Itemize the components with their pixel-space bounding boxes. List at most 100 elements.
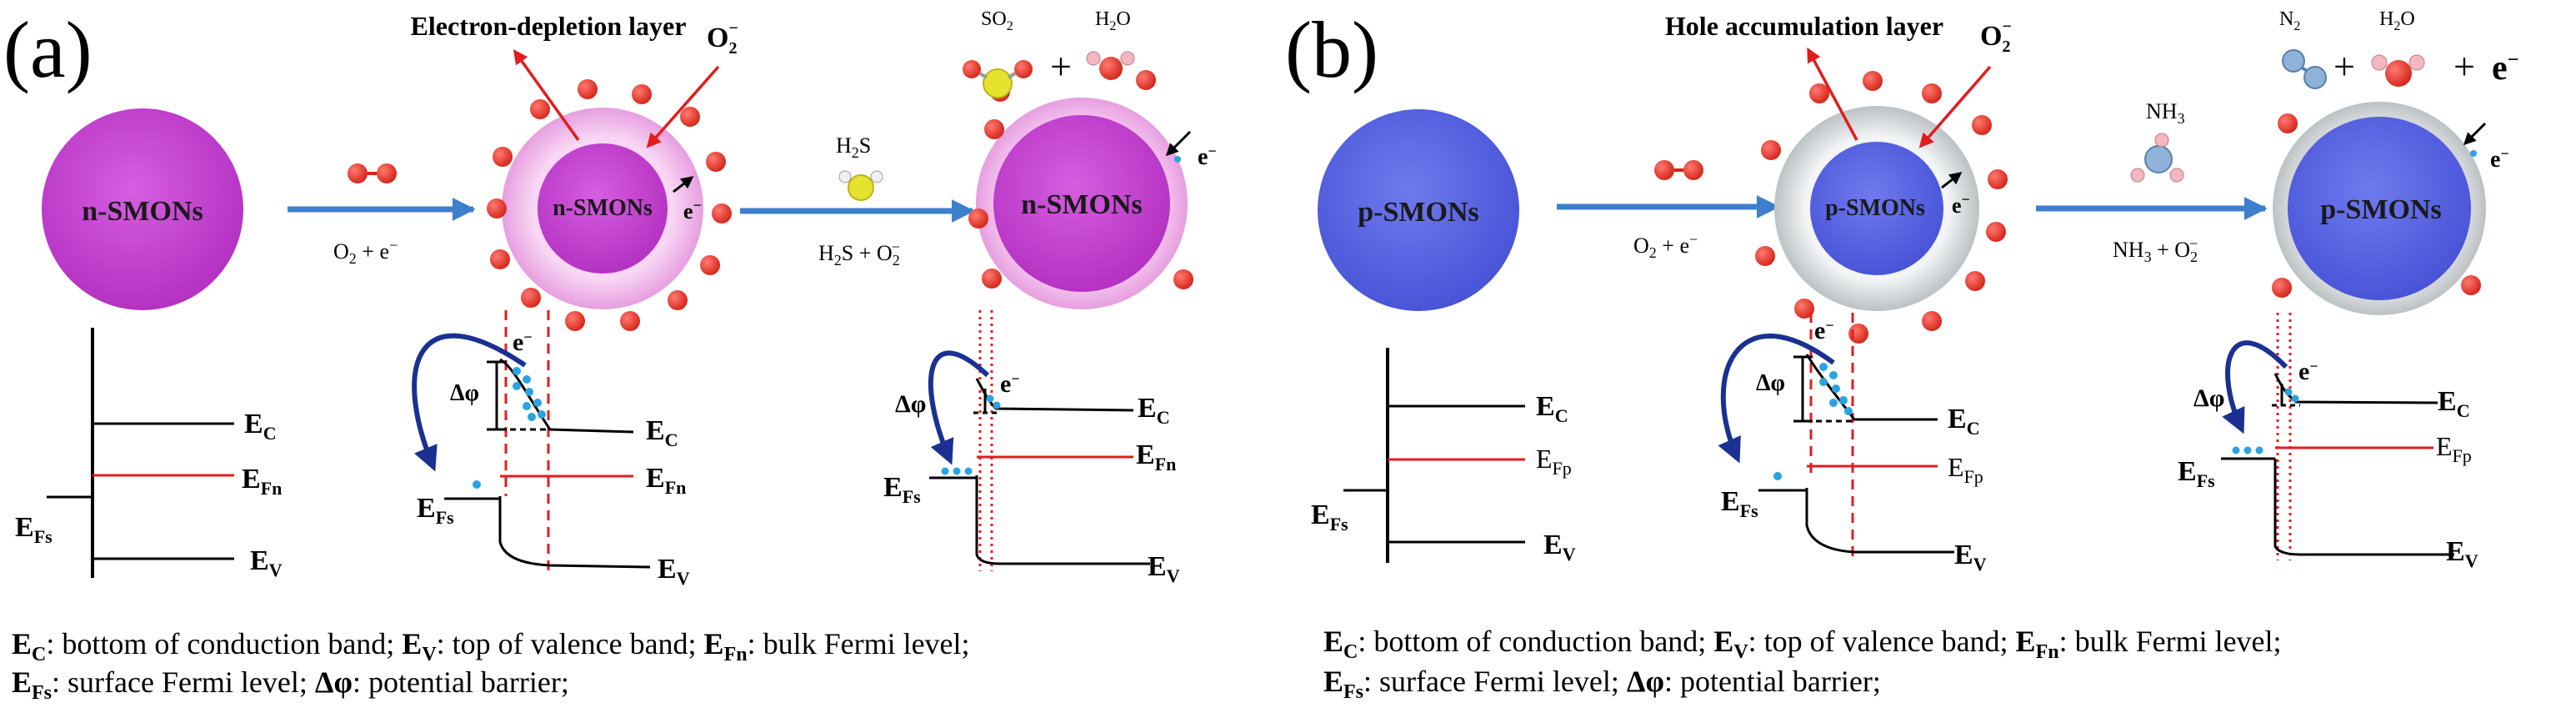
efn-label: EFn xyxy=(242,464,282,499)
legend-a-line2: EFs: surface Fermi level; Δφ: potential … xyxy=(12,665,569,704)
n-particle-initial xyxy=(42,108,243,310)
legend-a-line1-segment-3: E xyxy=(402,627,422,660)
electron-return-arrow-b xyxy=(2463,122,2487,146)
panel-b: (b) p-SMONs O2 + e− p-SMONs e− xyxy=(1285,5,2518,703)
legend-a-line2-segment-1: Fs xyxy=(32,682,52,704)
legend-b-line2: EFs: surface Fermi level; Δφ: potential … xyxy=(1323,665,1881,703)
o2-minus-pointer-b xyxy=(1918,65,1992,148)
product-n2-label: N2 xyxy=(2279,8,2300,33)
electron-return-arrow xyxy=(1165,130,1192,157)
efp-label-b: EFp xyxy=(1536,444,1572,479)
hole-layer-pointer xyxy=(1807,47,1858,141)
product-h2o-label-b: H2O xyxy=(2379,8,2415,33)
ec-label-bd-b: EC xyxy=(1948,404,1980,439)
legend-a-line2-segment-4: : potential barrier; xyxy=(353,665,569,699)
o2-minus-pointer xyxy=(646,65,720,148)
depletion-layer-pointer xyxy=(513,49,580,142)
product-h2o-label: H2O xyxy=(1095,8,1131,33)
legend-a-line1-segment-0: E xyxy=(12,627,32,660)
band-diagram-reduced-b: Δφ e− EC EFp EV EFs xyxy=(2178,313,2478,571)
core-electron-label-b: e− xyxy=(1952,191,1970,218)
electron-transfer-curve-b xyxy=(1718,334,1835,464)
efn-label-reduced: EFn xyxy=(1136,439,1176,474)
electron-label-reduced: e− xyxy=(1000,370,1020,398)
electron-return-curve-b xyxy=(2222,340,2288,434)
reaction-label-b: NH3 + O2− xyxy=(2113,235,2198,265)
legend-a-line1-segment-5: : top of valence band; xyxy=(437,627,704,660)
oxygen-molecule-b xyxy=(1654,160,1703,180)
electron-label-bd: e− xyxy=(513,329,533,356)
plus-sign-b2: + xyxy=(2453,45,2475,88)
n2-molecule xyxy=(2282,49,2327,89)
oxygen-molecule xyxy=(348,163,397,183)
legend-a-line1-segment-1: C xyxy=(32,644,46,665)
gas-label-b: NH3 xyxy=(2146,99,2185,127)
returned-electron-label: e− xyxy=(1198,143,1217,170)
band-diagram-reduced: Δφ e− EC EFn EV EFs xyxy=(883,310,1180,586)
depletion-layer-label: Electron-depletion layer xyxy=(411,11,687,41)
n-particle-final xyxy=(993,115,1170,292)
electron-return-curve xyxy=(928,350,990,465)
legend-b-line2-segment-1: Fs xyxy=(1343,681,1363,703)
legend-b-line1-segment-8: : bulk Fermi level; xyxy=(2059,625,2282,658)
n-particle-final-label: n-SMONs xyxy=(1021,189,1142,220)
remaining-oxygen-ions-b xyxy=(2272,113,2481,298)
legend-a-line1-segment-2: : bottom of conduction band; xyxy=(46,627,402,660)
ec-label-reduced: EC xyxy=(1138,393,1170,428)
efs-label-bd: EFs xyxy=(417,493,454,528)
plus-sign-b1: + xyxy=(2333,45,2355,88)
h2o-molecule-b xyxy=(2371,54,2425,87)
legend-a-line2-segment-2: : surface Fermi level; xyxy=(52,665,315,699)
product-electron-label: e− xyxy=(2492,49,2518,88)
ev-label-b: EV xyxy=(1543,530,1576,565)
legend-b-line1-segment-3: E xyxy=(1713,625,1733,658)
barrier-label-reduced-b: Δφ xyxy=(2193,384,2225,412)
legend-a-line1-segment-4: V xyxy=(422,644,437,665)
plus-sign-a: + xyxy=(1050,45,1072,88)
legend-b-line1-segment-0: E xyxy=(1323,625,1343,658)
band-diagram-flat: EC EFn EV EFs xyxy=(15,328,283,580)
legend-a-line1-segment-6: E xyxy=(704,627,724,660)
trapped-electrons xyxy=(473,367,546,489)
n-particle-core xyxy=(538,143,668,274)
legend-b-line1-segment-1: C xyxy=(1343,641,1358,663)
released-electrons-b xyxy=(2232,388,2299,454)
ev-label-reduced-b: EV xyxy=(2446,536,2478,571)
barrier-label: Δφ xyxy=(450,380,479,406)
ec-label: EC xyxy=(244,409,277,444)
p-particle-initial xyxy=(1318,109,1519,311)
legend-a-line2-segment-0: E xyxy=(12,665,32,699)
returned-electron-label-b: e− xyxy=(2490,145,2509,173)
p-particle-initial-label: p-SMONs xyxy=(1358,197,1478,228)
panel-a: (a) n-SMONs O2 + e− n-SMONs e− xyxy=(3,5,1217,704)
reaction-label: H2S + O2− xyxy=(818,238,900,269)
o2-minus-label-b: O2− xyxy=(1980,18,2012,56)
efs-label-reduced-b: EFs xyxy=(2178,456,2215,491)
n-particle-initial-label: n-SMONs xyxy=(82,196,203,227)
ec-label-bd: EC xyxy=(646,415,678,450)
efn-label-bd: EFn xyxy=(646,463,686,498)
p-particle-core-label: p-SMONs xyxy=(1825,195,1925,221)
panel-a-letter: (a) xyxy=(3,5,93,94)
product-so2-label: SO2 xyxy=(981,8,1013,33)
legend-b-line2-segment-4: : potential barrier; xyxy=(1664,665,1881,698)
efs-label: EFs xyxy=(15,512,53,547)
panel-b-letter: (b) xyxy=(1285,5,1378,94)
efp-label-reduced-b: EFp xyxy=(2436,431,2472,466)
so2-molecule xyxy=(963,60,1033,98)
electron-label-bd-b: e− xyxy=(1814,317,1834,344)
trapped-electrons-b xyxy=(1773,363,1853,480)
legend-a-line1: EC: bottom of conduction band; EV: top o… xyxy=(12,627,970,665)
core-electron-label: e− xyxy=(683,197,702,223)
efs-label-b: EFs xyxy=(1311,500,1348,535)
barrier-label-b: Δφ xyxy=(1756,370,1785,396)
legend-b-line1-segment-5: : top of valence band; xyxy=(1748,625,2016,658)
adsorbed-oxygen-ions-b xyxy=(1755,71,2008,344)
electron-transfer-curve xyxy=(412,333,527,472)
gas-label: H2S xyxy=(836,133,871,161)
legend-b-line2-segment-3: Δφ xyxy=(1627,665,1664,698)
band-diagram-accumulation: Δφ e− EC EFp EV EFs xyxy=(1718,313,1987,575)
legend-b-line1-segment-2: : bottom of conduction band; xyxy=(1358,625,1713,658)
o2-minus-label: O2− xyxy=(707,19,738,58)
